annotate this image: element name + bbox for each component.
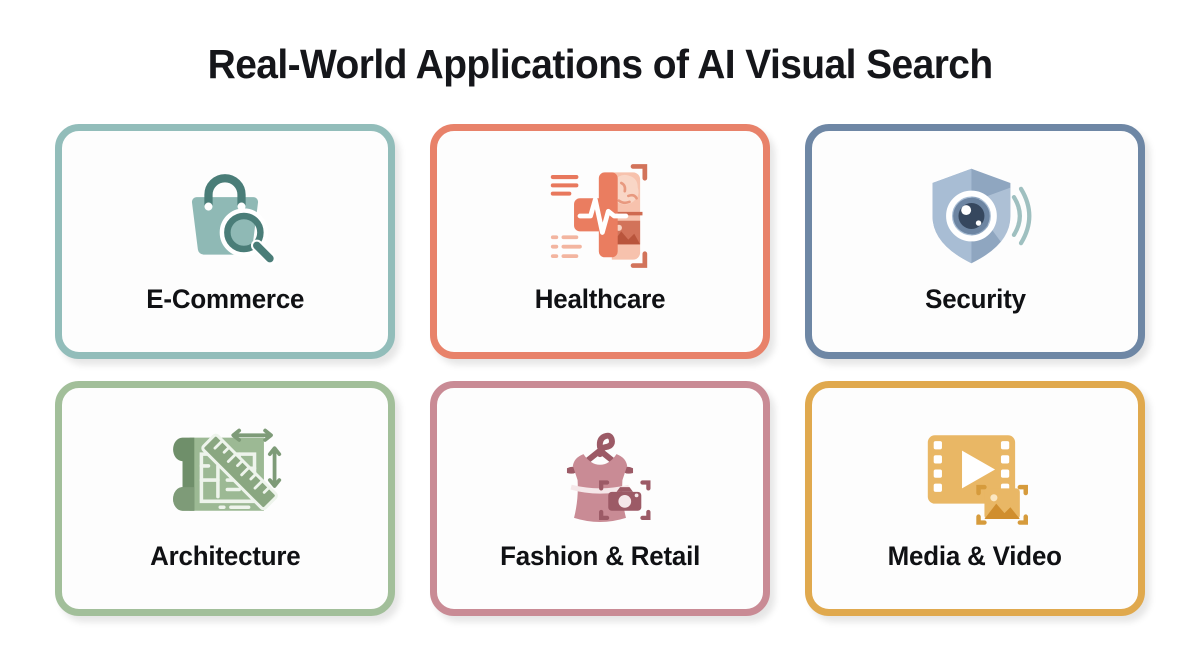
card-label: E-Commerce — [146, 283, 304, 314]
card-label: Media & Video — [887, 540, 1063, 571]
card-label: Security — [924, 283, 1026, 314]
blueprint-ruler-icon — [166, 414, 284, 532]
medical-cross-brain-scan-icon — [541, 157, 659, 275]
film-strip-play-photo-icon — [916, 414, 1034, 532]
card-label: Architecture — [149, 540, 301, 571]
card-fashion-retail[interactable]: Fashion & Retail — [430, 380, 770, 616]
shopping-bag-search-icon — [166, 157, 284, 275]
card-architecture[interactable]: Architecture — [55, 380, 395, 616]
card-media-video[interactable]: Media & Video — [805, 380, 1145, 616]
card-label: Fashion & Retail — [499, 540, 701, 571]
dress-hanger-camera-icon — [541, 414, 659, 532]
application-card-grid: E-Commerce — [55, 123, 1145, 616]
shield-camera-lens-icon — [916, 157, 1034, 275]
card-label: Healthcare — [534, 283, 666, 314]
card-healthcare[interactable]: Healthcare — [430, 123, 770, 359]
card-e-commerce[interactable]: E-Commerce — [55, 123, 395, 359]
card-security[interactable]: Security — [805, 123, 1145, 359]
page-title: Real-World Applications of AI Visual Sea… — [207, 41, 994, 87]
